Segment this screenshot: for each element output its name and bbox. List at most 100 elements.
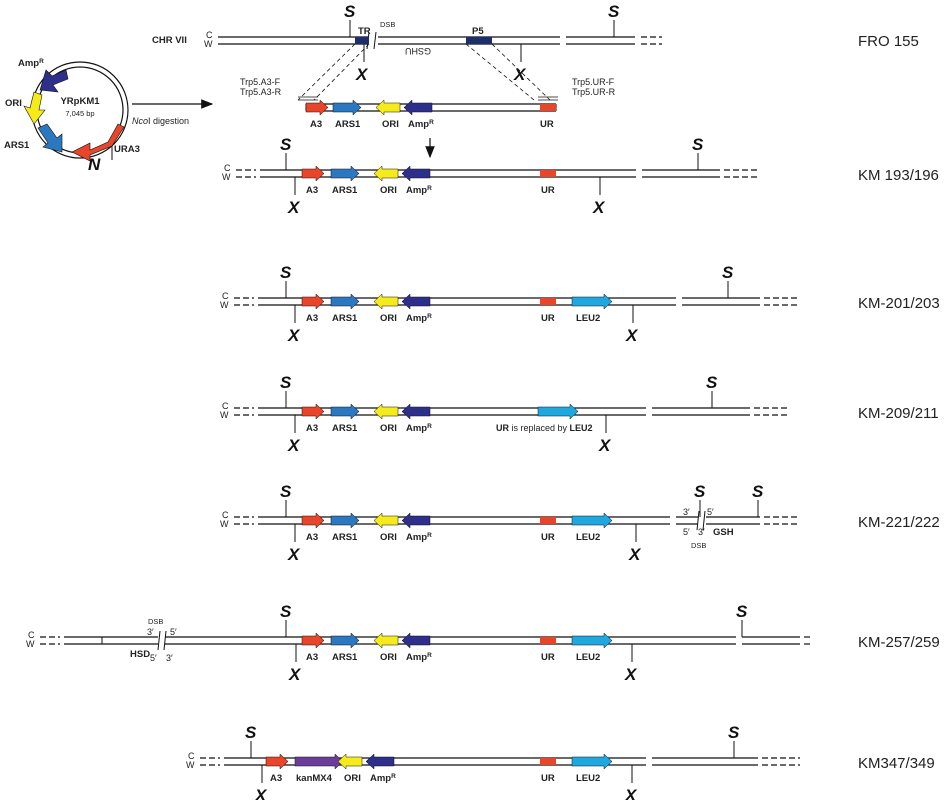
strain-label: FRO 155 [858, 33, 919, 50]
x-site: X [598, 436, 612, 455]
a3-arrow [301, 403, 325, 420]
x-site: X [254, 786, 268, 800]
amp-label: AmpR [406, 423, 432, 434]
plasmid-size: 7,045 bp [65, 109, 94, 118]
strand-c: C [224, 163, 231, 173]
tr-box [355, 37, 369, 44]
ars1-label: ARS1 [332, 313, 358, 324]
amp-arrow [401, 165, 431, 182]
amp-label: AmpR [408, 119, 434, 130]
ur-label: UR [540, 119, 554, 130]
plasmid-ori-arrow [23, 91, 46, 125]
s-site: S [280, 602, 292, 621]
gshu-label: GSHU [405, 46, 431, 56]
leu2-arrow [537, 403, 579, 420]
a3-label: A3 [306, 652, 318, 663]
leu2-label: LEU2 [576, 313, 600, 324]
dsb-label: DSB [691, 541, 706, 550]
ur-box [540, 298, 556, 305]
s-site: S [752, 482, 764, 501]
plasmid-yrpkm1: AmpR ORI ARS1 URA3 N YRpKM1 7,045 bp [4, 58, 140, 174]
ars1-arrow [330, 293, 360, 310]
x-site: X [287, 545, 301, 564]
amp-label: AmpR [406, 313, 432, 324]
x-site: X [628, 545, 642, 564]
ars1-label: ARS1 [332, 652, 358, 663]
ars1-arrow [330, 632, 360, 649]
a3-arrow [265, 753, 289, 770]
kanmx4-arrow [294, 753, 344, 770]
a3-label: A3 [270, 773, 282, 784]
x-site: X [624, 786, 638, 800]
x-site: X [287, 326, 301, 345]
s-site: S [280, 373, 292, 392]
ori-label: ORI [380, 313, 397, 324]
hsd-label: HSD [130, 649, 150, 660]
strain-label: KM-257/259 [858, 634, 940, 651]
ars1-arrow [330, 165, 360, 182]
p5-box [466, 37, 492, 44]
a3-label: A3 [306, 423, 318, 434]
kanmx4-label: kanMX4 [296, 773, 333, 784]
s-site: S [706, 373, 718, 392]
a3-label: A3 [306, 185, 318, 196]
five-prime: 5′ [150, 653, 157, 663]
a3-label: A3 [306, 313, 318, 324]
ori-arrow [373, 403, 399, 420]
linear-fragment: A3 ARS1 ORI AmpR UR [305, 99, 557, 130]
strain-label: KM-209/211 [858, 405, 939, 422]
ur-box [540, 517, 556, 524]
chr-vii-label: CHR VII [152, 35, 187, 46]
strand-w: W [220, 410, 229, 420]
strand-c: C [188, 751, 195, 761]
amp-arrow [365, 753, 395, 770]
ori-label: ORI [380, 185, 397, 196]
ori-label: ORI [380, 652, 397, 663]
amp-label: AmpR [406, 532, 432, 543]
a3-arrow [301, 632, 325, 649]
x-site: X [355, 65, 369, 84]
amp-label: AmpR [370, 773, 396, 784]
x-site: X [513, 65, 527, 84]
plasmid-ars1-arrow [37, 123, 63, 153]
s-site: S [608, 2, 620, 21]
ori-label: ORI [344, 773, 361, 784]
s-site: S [692, 135, 704, 154]
ori-arrow [373, 293, 399, 310]
s-site: S [280, 263, 292, 282]
strand-w: W [204, 39, 213, 49]
three-prime: 3′ [683, 507, 690, 517]
ori-label: ORI [380, 423, 397, 434]
strand-w: W [186, 760, 195, 770]
ori-label: ORI [382, 119, 399, 130]
plasmid-n-site: N [88, 155, 101, 174]
a3-arrow [301, 512, 325, 529]
ori-arrow [373, 632, 399, 649]
three-prime: 3′ [698, 527, 705, 537]
five-prime: 5′ [170, 627, 177, 637]
x-site: X [624, 665, 638, 684]
ncoi-digestion-label: NcoI digestion [132, 116, 189, 126]
x-site: X [592, 198, 606, 217]
s-site: S [736, 602, 748, 621]
primer-urf: Trp5.UR-F [572, 77, 615, 87]
strain-label: KM-201/203 [858, 295, 940, 312]
amp-arrow [401, 293, 431, 310]
s-site: S [344, 2, 356, 21]
leu2-label: LEU2 [576, 532, 600, 543]
ars1-label: ARS1 [332, 185, 358, 196]
ars1-label: ARS1 [335, 119, 361, 130]
plasmid-ura3-arrow [71, 123, 125, 162]
ur-box [540, 637, 556, 644]
ur-label: UR [541, 313, 555, 324]
leu2-label: LEU2 [576, 652, 600, 663]
a3-arrow [301, 165, 325, 182]
x-site: X [287, 436, 301, 455]
strand-w: W [222, 172, 231, 182]
strand-c: C [222, 291, 229, 301]
three-prime: 3′ [166, 653, 173, 663]
